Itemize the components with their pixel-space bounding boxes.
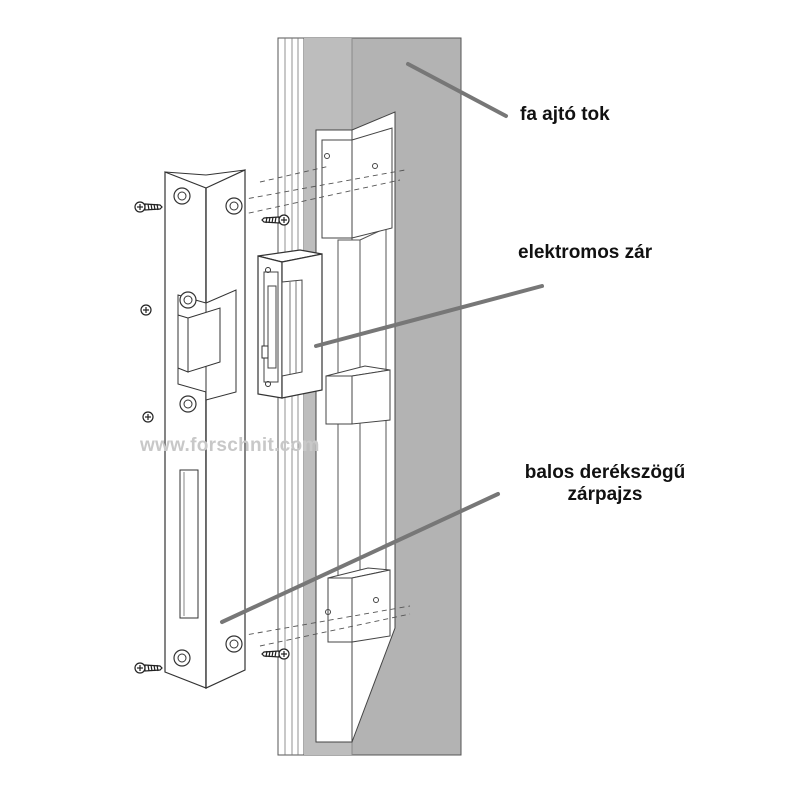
- leader-line-frame: [406, 62, 508, 118]
- watermark: www.forschnit.com: [140, 435, 320, 456]
- screw-icon: [134, 201, 290, 674]
- leader-line-lock: [314, 284, 544, 348]
- frame-label: fa ajtó tok: [520, 104, 610, 125]
- electric-lock: [257, 249, 323, 399]
- strike-plate-label-line2: zárpajzs: [567, 484, 643, 505]
- strike-plate: [164, 169, 246, 689]
- leader-line-strike: [220, 492, 500, 624]
- mounting-hole-icon: [173, 187, 243, 667]
- strike-plate-label: balos derékszögű zárpajzs: [500, 462, 710, 506]
- frame-mortise: [315, 111, 396, 743]
- strike-plate-label-line1: balos derékszögű: [524, 462, 686, 483]
- electric-lock-label: elektromos zár: [518, 242, 653, 263]
- leader-lines: [220, 62, 544, 624]
- assembly-guides: [239, 165, 411, 647]
